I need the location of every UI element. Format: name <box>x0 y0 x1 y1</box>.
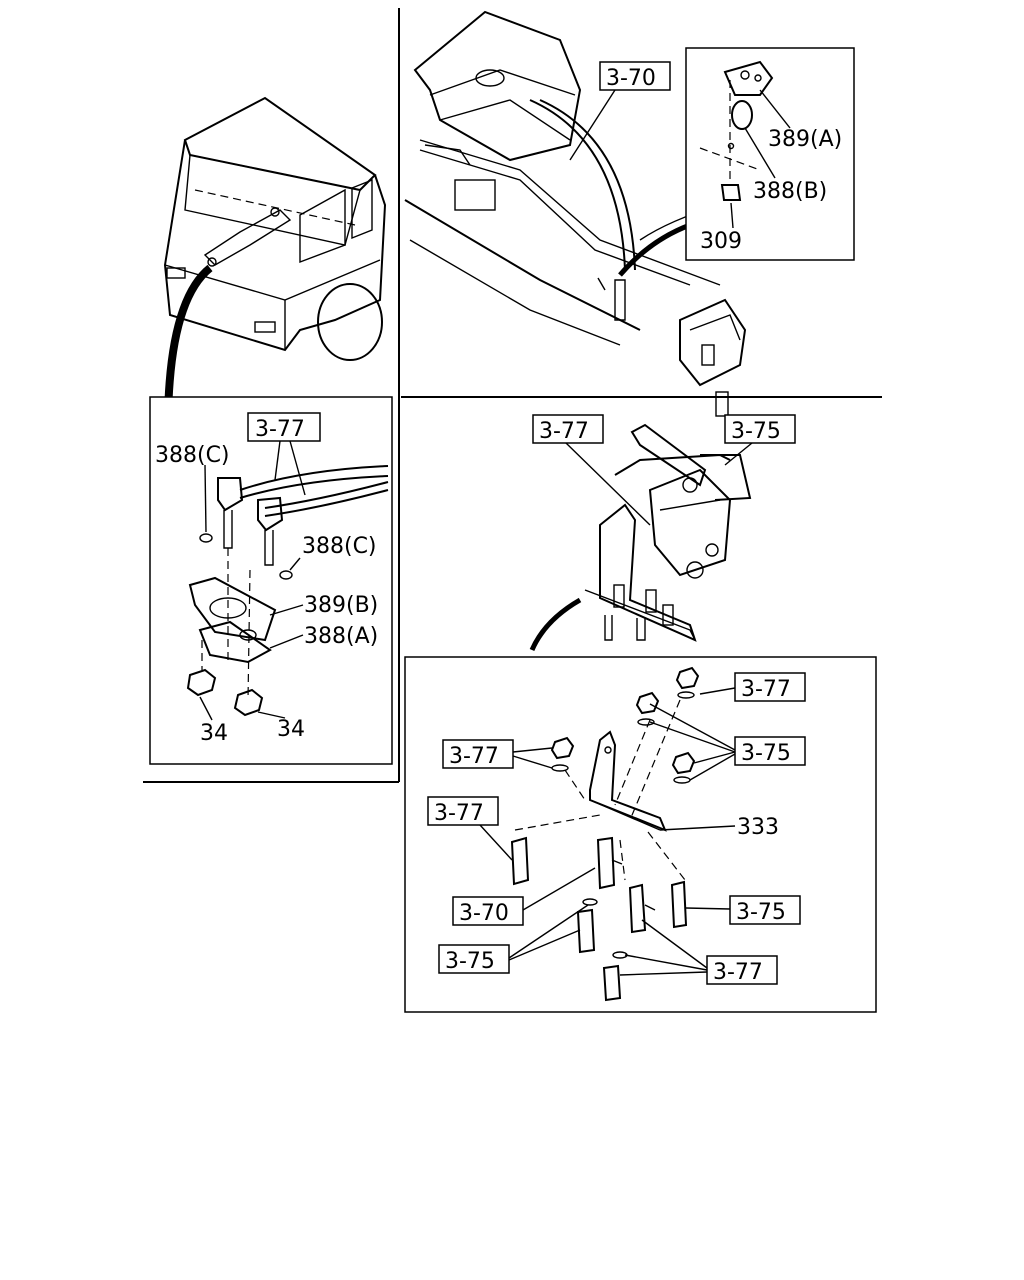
part-label-388a: 388(A) <box>304 624 378 649</box>
callout-3-75-panel-d: 3-75 <box>724 414 796 466</box>
part-label-388c-upper: 388(C) <box>155 443 230 468</box>
callout-3-77-panel-d: 3-77 <box>532 414 651 526</box>
callout-3-70-upper: 3-70 <box>569 61 671 161</box>
callout-label: 3-77 <box>539 419 589 444</box>
part-label-34-right: 34 <box>277 717 305 742</box>
part-label-34-left: 34 <box>200 721 228 746</box>
callout-3-77-bottom: 3-77 <box>713 960 763 985</box>
callout-3-70-panel-e: 3-70 <box>459 901 509 926</box>
callout-3-77-left-lower: 3-77 <box>434 801 484 826</box>
callout-3-75-right: 3-75 <box>736 900 786 925</box>
part-label-309: 309 <box>700 229 742 254</box>
callout-3-77-top: 3-77 <box>741 677 791 702</box>
callout-label: 3-75 <box>731 419 781 444</box>
part-label-389a: 389(A) <box>768 127 842 152</box>
panel-dividers <box>143 8 882 783</box>
callout-label: 3-70 <box>606 66 656 91</box>
inset-gasket-detail: 389(A) 388(B) 309 <box>685 47 855 261</box>
callout-label: 3-77 <box>255 417 305 442</box>
panel-exploded-fittings: 3-77 3-75 3-77 3-77 333 3-70 3-75 3-75 3… <box>404 656 877 1013</box>
part-label-389b: 389(B) <box>304 593 378 618</box>
brake-valve-bracket <box>529 423 752 652</box>
panel-hose-fittings: 3-77 388(C) <box>149 396 393 765</box>
part-label-333: 333 <box>737 815 779 840</box>
part-label-388c-lower: 388(C) <box>302 534 377 559</box>
truck-cab-illustration <box>163 96 387 419</box>
valve-assembly-upper <box>404 10 747 417</box>
callout-3-77-left: 3-77 <box>449 744 499 769</box>
callout-3-75-bottom: 3-75 <box>445 949 495 974</box>
part-label-388b: 388(B) <box>753 179 827 204</box>
callout-3-75-top: 3-75 <box>741 741 791 766</box>
